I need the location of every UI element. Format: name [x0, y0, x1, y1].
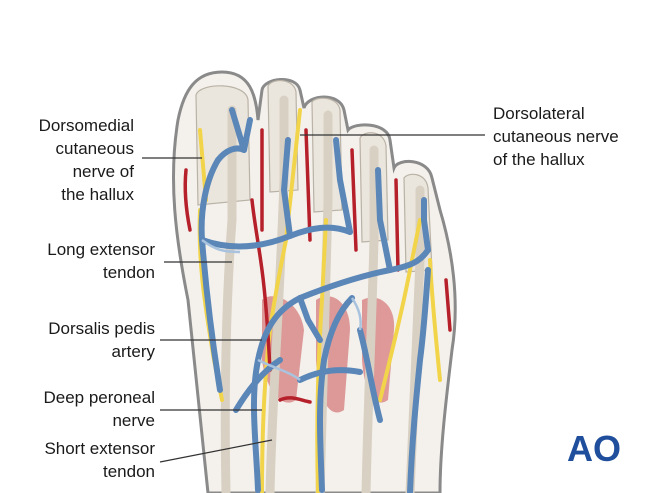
label-short-extensor-tendon: Short extensor tendon	[44, 439, 155, 481]
veins-light	[201, 239, 362, 381]
label-long-extensor-tendon: Long extensor tendon	[47, 240, 155, 282]
ao-logo: AO	[567, 430, 621, 466]
label-dorsomedial-cutaneous-nerve: Dorsomedial cutaneous nerve of the hallu…	[38, 116, 134, 204]
leader-lines	[142, 134, 485, 463]
label-dorsolateral-cutaneous-nerve: Dorsolateral cutaneous nerve of the hall…	[493, 104, 619, 169]
veins	[198, 107, 431, 493]
label-dorsalis-pedis-artery: Dorsalis pedis artery	[48, 319, 155, 361]
label-deep-peroneal-nerve: Deep peroneal nerve	[43, 388, 155, 430]
arteries	[183, 128, 452, 404]
ao-logo-text: AO	[567, 430, 621, 466]
